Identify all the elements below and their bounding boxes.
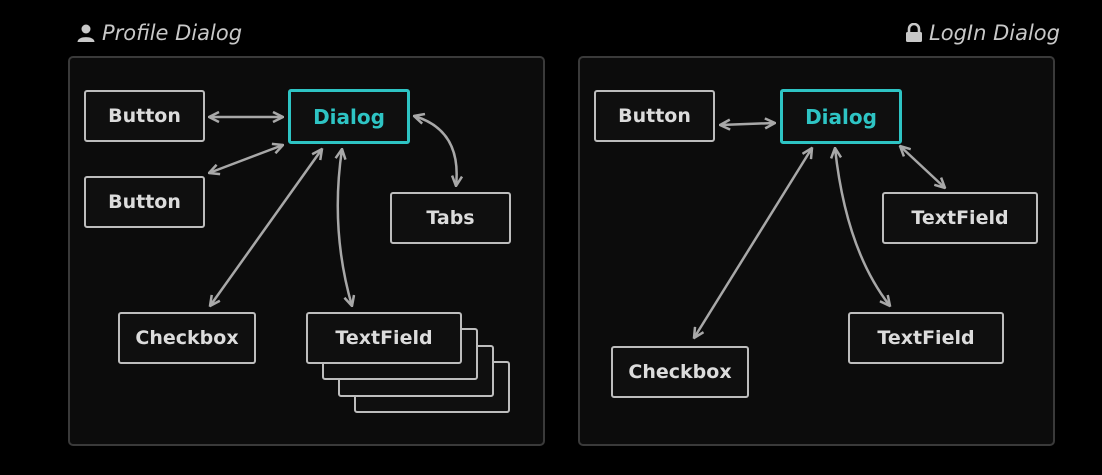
profile-textfield-label: TextField <box>335 327 433 349</box>
login-textfield-2-label: TextField <box>877 327 975 349</box>
profile-tabs: Tabs <box>390 192 511 244</box>
login-button: Button <box>594 90 715 142</box>
user-icon <box>76 23 96 43</box>
profile-button-1: Button <box>84 90 205 142</box>
profile-dialog-hub-label: Dialog <box>313 104 385 129</box>
profile-button-2: Button <box>84 176 205 228</box>
profile-dialog-caption-text: Profile Dialog <box>102 21 243 45</box>
login-dialog-hub: Dialog <box>780 89 902 144</box>
login-textfield-1: TextField <box>882 192 1038 244</box>
login-button-label: Button <box>618 105 691 127</box>
profile-checkbox: Checkbox <box>118 312 256 364</box>
login-checkbox: Checkbox <box>611 346 749 398</box>
login-dialog-caption-text: LogIn Dialog <box>929 21 1060 45</box>
login-textfield-1-label: TextField <box>911 207 1009 229</box>
login-dialog-hub-label: Dialog <box>805 104 877 129</box>
profile-button-1-label: Button <box>108 105 181 127</box>
profile-checkbox-label: Checkbox <box>135 327 239 349</box>
profile-dialog-caption: Profile Dialog <box>76 18 242 48</box>
login-dialog-caption: LogIn Dialog <box>905 18 1060 48</box>
lock-icon <box>905 23 923 43</box>
profile-button-2-label: Button <box>108 191 181 213</box>
profile-textfield: TextField <box>306 312 462 364</box>
login-checkbox-label: Checkbox <box>628 361 732 383</box>
profile-tabs-label: Tabs <box>426 207 475 229</box>
login-textfield-2: TextField <box>848 312 1004 364</box>
profile-dialog-hub: Dialog <box>288 89 410 144</box>
